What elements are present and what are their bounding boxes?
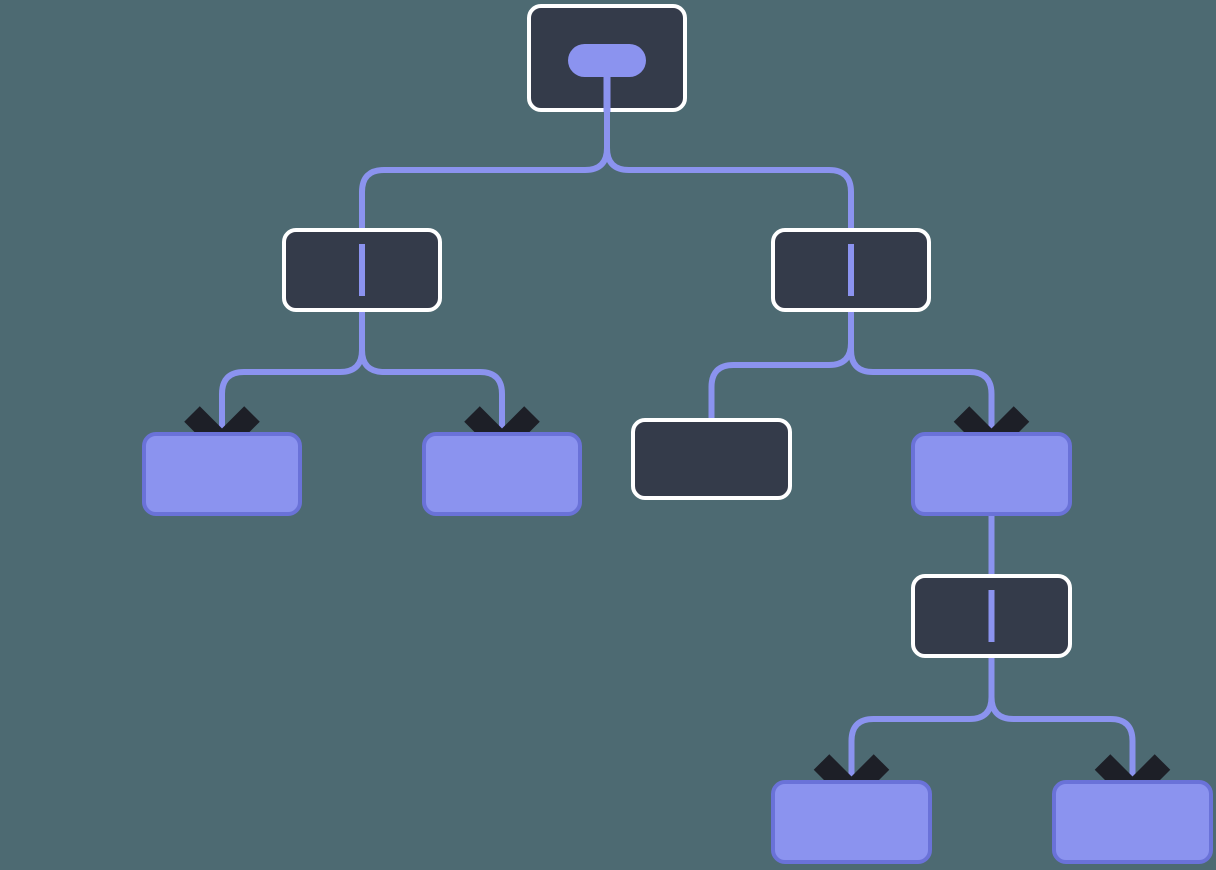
tree-node-n7[interactable]	[911, 432, 1072, 516]
tree-node-n2[interactable]	[282, 228, 442, 312]
node-inner-stem	[603, 75, 611, 112]
tree-node-n3[interactable]	[771, 228, 931, 312]
tree-node-n9[interactable]	[771, 780, 932, 864]
tree-edge	[604, 112, 854, 228]
tree-node-n8[interactable]	[911, 574, 1072, 658]
node-body[interactable]	[142, 432, 302, 516]
node-body[interactable]	[631, 418, 792, 500]
tree-node-n4[interactable]	[142, 432, 302, 516]
node-inner-line	[848, 244, 854, 296]
tree-node-n6[interactable]	[631, 418, 792, 500]
node-body[interactable]	[771, 780, 932, 864]
tree-edge	[848, 312, 995, 432]
node-inner-line	[359, 244, 365, 296]
tree-node-n5[interactable]	[422, 432, 582, 516]
node-inner-pill	[568, 44, 646, 77]
edge-layer	[219, 112, 1136, 780]
node-body[interactable]	[422, 432, 582, 516]
tree-edge	[988, 658, 1136, 780]
node-layer	[142, 4, 1213, 864]
tree-node-n10[interactable]	[1052, 780, 1213, 864]
node-inner-line	[988, 590, 995, 642]
node-body[interactable]	[911, 432, 1072, 516]
tree-node-n1[interactable]	[527, 4, 687, 112]
node-body[interactable]	[1052, 780, 1213, 864]
tree-edge	[359, 312, 505, 432]
